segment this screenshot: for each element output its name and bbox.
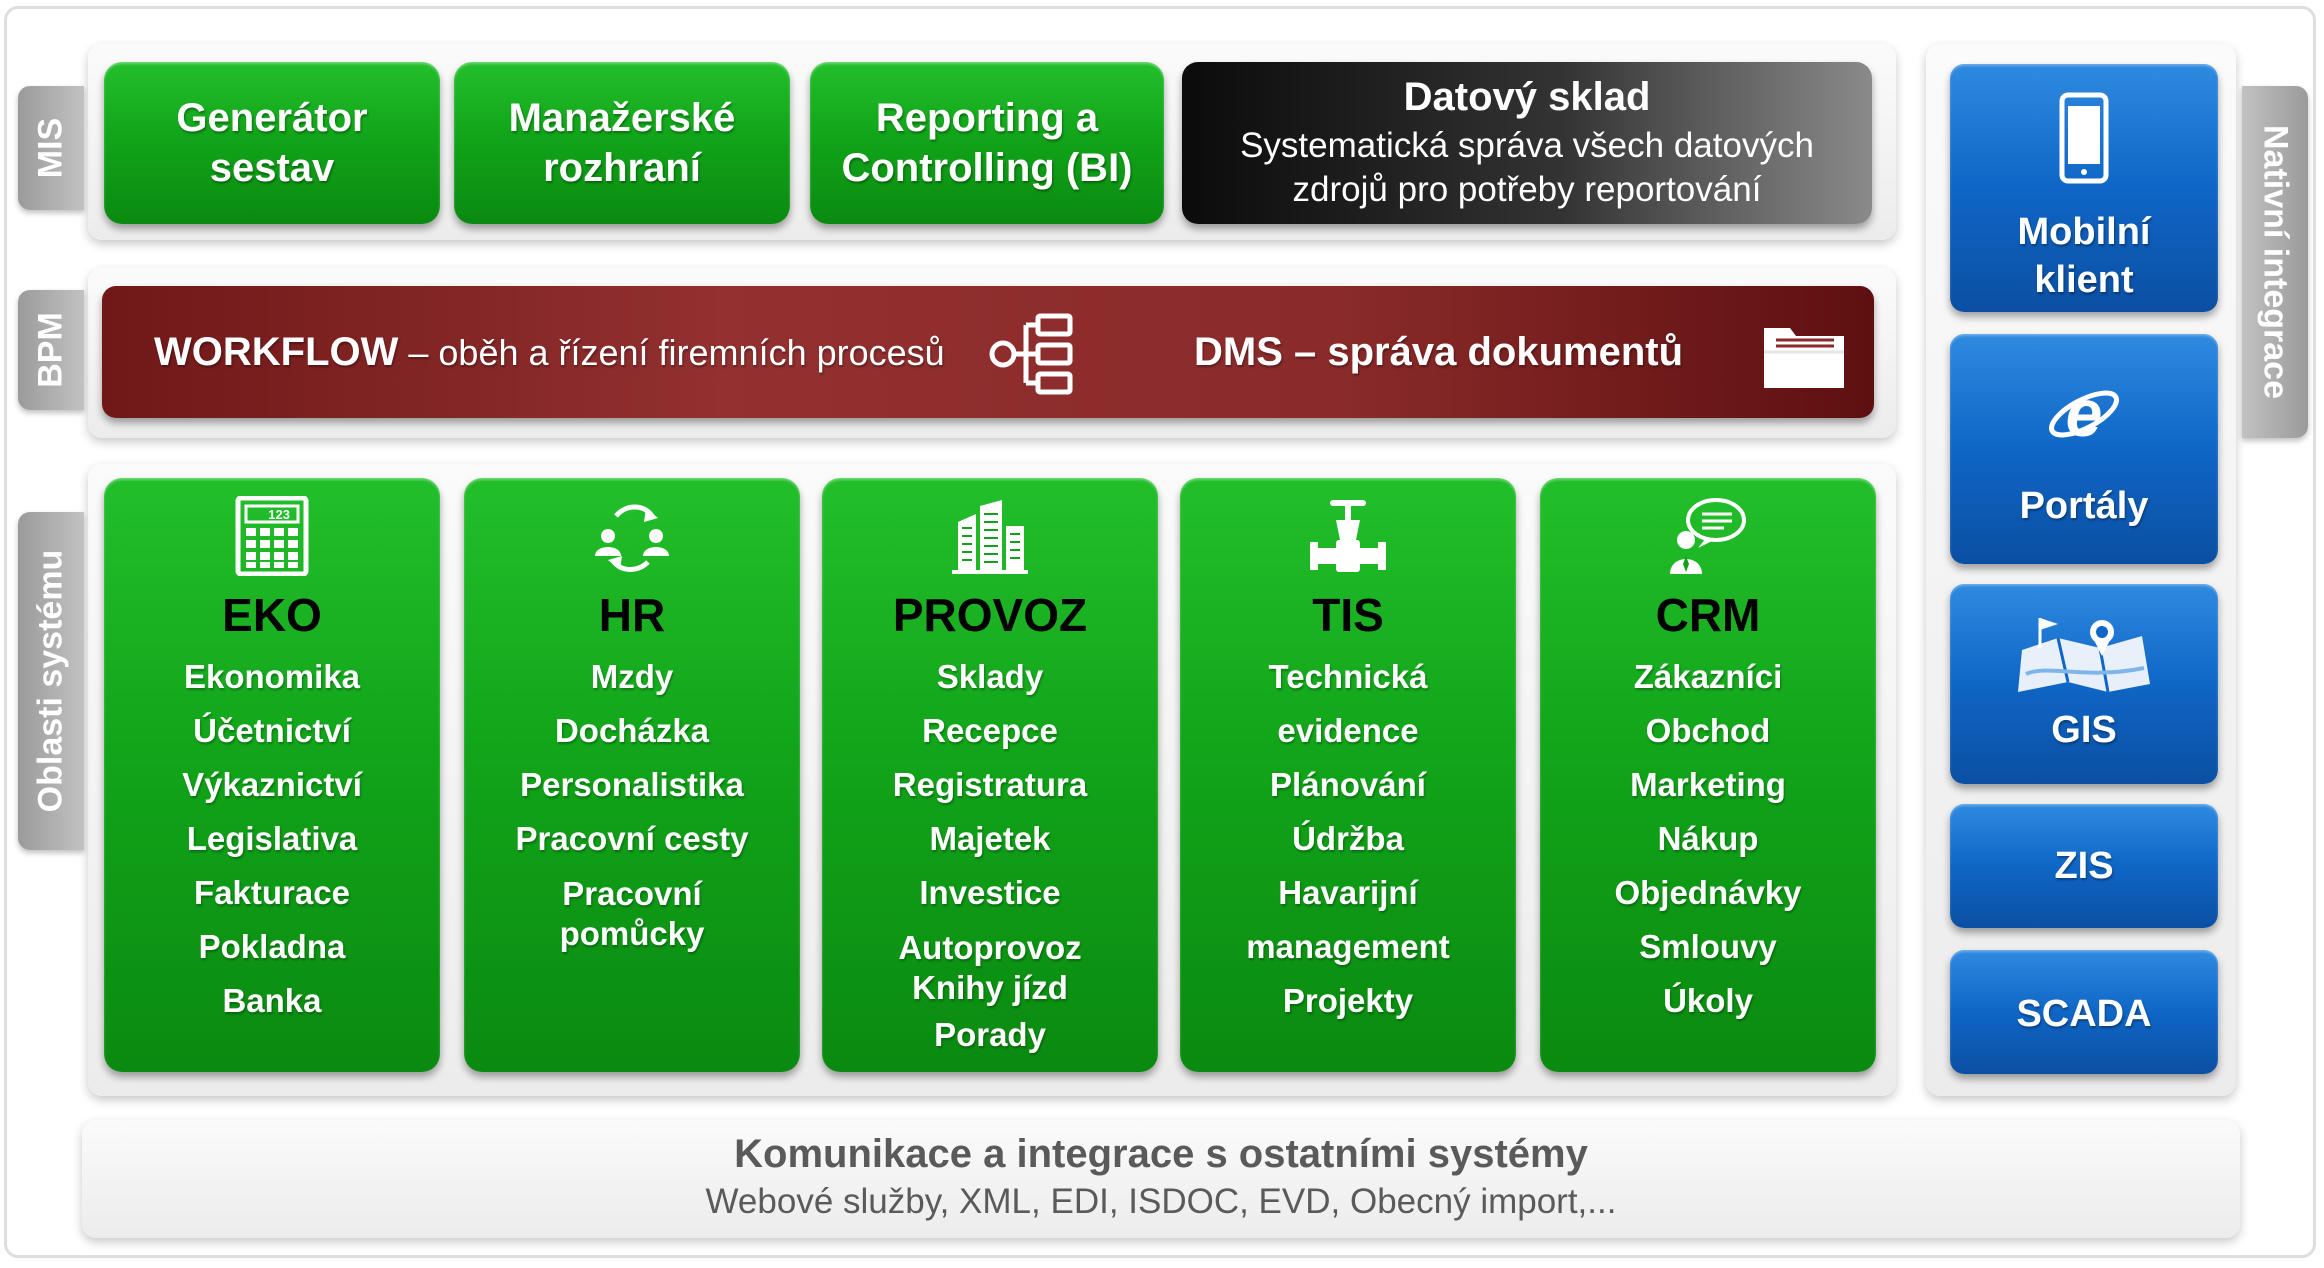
area-item: Recepce: [922, 712, 1058, 749]
internet-explorer-icon: e: [2049, 376, 2119, 450]
area-crm: CRM Zákazníci Obchod Marketing Nákup Obj…: [1540, 478, 1876, 1072]
area-title: HR: [598, 589, 666, 641]
gis-box: GIS: [1950, 584, 2218, 784]
integration-label: SCADA: [2016, 993, 2152, 1035]
portaly-box: e Portály: [1950, 334, 2218, 564]
svg-text:123: 123: [268, 507, 290, 522]
area-item: Legislativa: [186, 820, 358, 857]
area-item: Marketing: [1630, 766, 1786, 803]
area-item: Docházka: [554, 712, 710, 749]
integration-label: klient: [2034, 259, 2134, 301]
nativni-side-label: Nativní integrace: [2242, 86, 2308, 438]
integration-label: Portály: [2019, 485, 2149, 527]
area-item: Smlouvy: [1639, 928, 1777, 965]
area-item: Nákup: [1657, 820, 1759, 857]
workflow-hierarchy-icon: [989, 313, 1073, 395]
area-item: evidence: [1277, 712, 1419, 749]
integration-label: ZIS: [2054, 845, 2114, 887]
area-item: Objednávky: [1614, 874, 1802, 911]
area-provoz: PROVOZ Sklady Recepce Registratura Majet…: [822, 478, 1158, 1072]
footer-subtitle: Webové služby, XML, EDI, ISDOC, EVD, Obe…: [705, 1182, 1617, 1221]
folder-icon: [1764, 328, 1844, 388]
area-item-wrapped: Pracovní pomůcky: [559, 875, 705, 952]
workflow-label: WORKFLOW – oběh a řízení firemních proce…: [154, 330, 945, 374]
zis-box: ZIS: [1950, 804, 2218, 928]
mobilni-klient-box: Mobilní klient: [1950, 64, 2218, 312]
area-item: Havarijní: [1278, 874, 1418, 911]
datovy-sklad-line2: zdrojů pro potřeby reportování: [1292, 170, 1762, 209]
svg-text:e: e: [2066, 376, 2103, 450]
datovy-sklad-line1: Systematická správa všech datových: [1240, 126, 1814, 165]
oblasti-side-label: Oblasti systému: [18, 512, 84, 850]
area-item: Mzdy: [590, 658, 674, 695]
bpm-side-label: BPM: [18, 290, 84, 410]
area-item: Údržba: [1292, 820, 1404, 857]
bpm-bar: WORKFLOW – oběh a řízení firemních proce…: [102, 286, 1874, 418]
area-item: Plánování: [1270, 766, 1426, 803]
map-icon: [2018, 618, 2150, 692]
people-exchange-icon: [595, 504, 669, 572]
dms-label: DMS – správa dokumentů: [1194, 330, 1684, 374]
area-hr: HR Mzdy Docházka Personalistika Pracovní…: [464, 478, 800, 1072]
area-item: Ekonomika: [183, 658, 361, 695]
area-title: CRM: [1655, 589, 1761, 641]
calculator-icon: 123: [235, 496, 309, 576]
scada-box: SCADA: [1950, 950, 2218, 1074]
area-item: Výkaznictví: [182, 766, 362, 803]
area-item-wrapped: Autoprovoz Knihy jízd: [898, 929, 1082, 1006]
integration-footer: Komunikace a integrace s ostatními systé…: [82, 1120, 2240, 1238]
area-item: Banka: [222, 982, 322, 1019]
area-item: Personalistika: [520, 766, 744, 803]
area-eko: 123 EKO Ekonomika Účetnictví Výkaznictví…: [104, 478, 440, 1072]
area-item: Účetnictví: [193, 712, 351, 749]
buildings-icon: [952, 500, 1028, 574]
area-item: management: [1246, 928, 1450, 965]
footer-title: Komunikace a integrace s ostatními systé…: [734, 1132, 1588, 1176]
area-item: Technická: [1268, 658, 1428, 695]
area-item: Obchod: [1645, 712, 1771, 749]
integration-label: GIS: [2051, 709, 2117, 751]
area-item: Porady: [934, 1016, 1046, 1053]
area-item: Majetek: [929, 820, 1051, 857]
area-item: Projekty: [1282, 982, 1414, 1019]
area-item: Investice: [919, 874, 1061, 911]
area-item: Pracovní cesty: [515, 820, 749, 857]
datovy-sklad-title: Datový sklad: [1403, 75, 1651, 119]
area-tis: TIS Technická evidence Plánování Údržba …: [1180, 478, 1516, 1072]
area-item: Sklady: [936, 658, 1044, 695]
datovy-sklad-box: Datový sklad Systematická správa všech d…: [1182, 62, 1872, 224]
area-item: Fakturace: [194, 874, 350, 911]
integration-label: Mobilní: [2017, 211, 2151, 253]
area-title: EKO: [222, 589, 322, 641]
area-title: TIS: [1312, 589, 1384, 641]
area-item: Zákazníci: [1633, 658, 1783, 695]
mis-side-label: MIS: [18, 86, 84, 210]
area-item: Registratura: [892, 766, 1088, 803]
area-item: Úkoly: [1663, 982, 1753, 1019]
customer-chat-icon: [1670, 498, 1746, 574]
area-item: Pokladna: [198, 928, 346, 965]
area-title: PROVOZ: [892, 589, 1088, 641]
valve-icon: [1310, 500, 1386, 572]
mobile-phone-icon: [2059, 92, 2109, 184]
